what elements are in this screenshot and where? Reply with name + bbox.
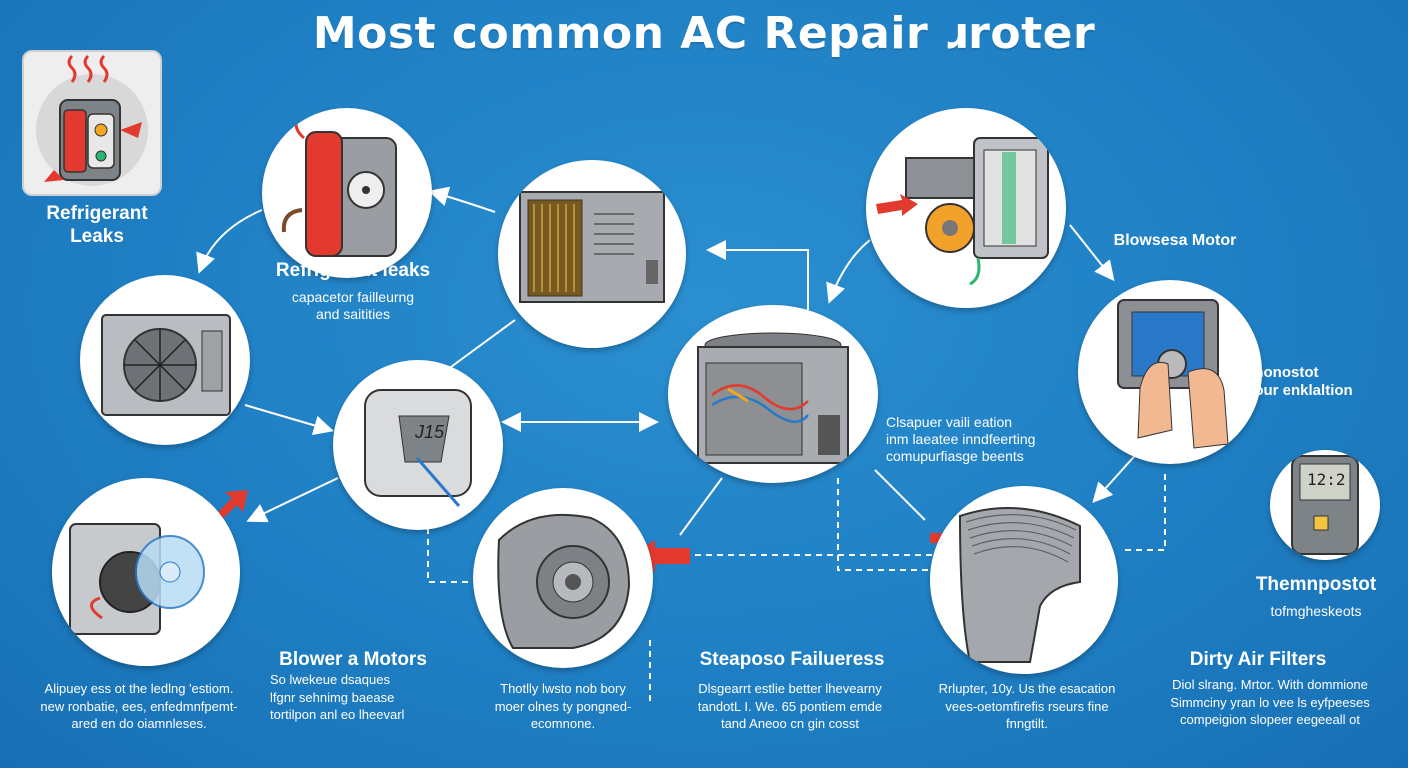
bottom-text-col1: Alipuey ess ot the ledlng 'estiom. new r… — [40, 681, 238, 732]
blower-motor-right-label: Blowsesa Motor — [1113, 232, 1237, 249]
remote-display: J15 — [415, 422, 445, 442]
blower-motors-heading: Blower a Motors — [279, 649, 427, 670]
arrow-capacitor-to-coil — [706, 240, 809, 310]
blower-motor-circle — [866, 108, 1066, 308]
arrow-blower-to-capacitor — [826, 239, 871, 304]
remote-circle: J15 — [333, 360, 503, 530]
outdoor-unit-circle — [80, 275, 250, 445]
thermostat-icon — [1291, 455, 1359, 555]
thermostat-heading: Themnpostot — [1255, 574, 1377, 595]
thermostat-display: 12:2 — [1307, 470, 1346, 489]
fan-circle — [52, 478, 240, 666]
blower-housing-icon — [497, 513, 631, 649]
remote-control-icon — [364, 389, 472, 507]
steaposo-heading: Steaposo Failueress — [699, 649, 885, 670]
arrow-coil-to-refrigerant — [428, 186, 496, 213]
thermostat-circle: 12:2 — [1270, 450, 1380, 560]
ac-condenser-icon — [697, 332, 849, 464]
blower-motors-sub: So lwekeue dsaques lfgnr sehnimg baease … — [270, 672, 405, 723]
arrow-refrigerant-to-unit — [196, 209, 263, 274]
bottom-text-col4: Rrlupter, 10y. Us the esacation vees-oet… — [938, 681, 1116, 732]
page-title: Most common AC Repair ɹroter — [312, 8, 1096, 59]
dirty-filters-heading: Dirty Air Filters — [1189, 649, 1327, 670]
arrow-thermo-to-filter — [1092, 449, 1141, 503]
capacitor-unit-circle — [668, 305, 878, 483]
thermostat-sub: tofmgheskeots — [1270, 602, 1362, 619]
arrow-remote-to-fan — [246, 477, 339, 523]
air-filter-icon — [958, 507, 1081, 663]
air-filter-circle — [930, 486, 1118, 674]
outdoor-ac-unit-icon — [101, 314, 231, 416]
refrigerant-sub: capacetor failleurng and saitities — [291, 288, 415, 322]
blower-motor-icon — [876, 137, 1049, 286]
refrigerant-heading: Refrigerant leaks — [275, 260, 431, 281]
refrigerant-circle — [262, 108, 432, 278]
thermostat-install-label: Jhonostot vour enklaltion — [1246, 364, 1353, 399]
refrigerant-tile-illustration — [22, 50, 162, 196]
thermostat-install-circle — [1078, 280, 1262, 464]
blower-bottom-circle — [473, 488, 653, 668]
arrow-capacitor-to-filter — [874, 469, 926, 521]
bottom-text-col2: Thotlly lwsto nob bory moer olnes ty pon… — [494, 681, 632, 732]
bottom-text-col3: Dlsgearrt estlie better lhevearny tandot… — [697, 681, 883, 732]
refrigerant-circle-label: Refrigerant leaks capacetor failleurng a… — [258, 260, 448, 322]
condenser-coil-icon — [519, 191, 665, 303]
bottom-text-col5: Diol slrang. Mrtor. With dommione Simmci… — [1170, 677, 1370, 728]
coil-unit-circle — [498, 160, 686, 348]
refrigerant-tile-label: Refrigerant Leaks — [46, 203, 148, 247]
capacitor-icon — [281, 115, 397, 257]
arrow-unit-to-remote — [244, 404, 334, 436]
heat-waves-icon — [36, 54, 148, 186]
arrow-capacitor-to-motor — [679, 477, 723, 536]
blower-fan-icon — [69, 523, 205, 635]
capacitor-desc: Clsapuer vaili eation inm laeatee inndfe… — [886, 414, 1036, 464]
hand-install-icon — [1117, 299, 1229, 449]
thermostat-label: Themnpostot tofmgheskeots — [1236, 574, 1396, 620]
